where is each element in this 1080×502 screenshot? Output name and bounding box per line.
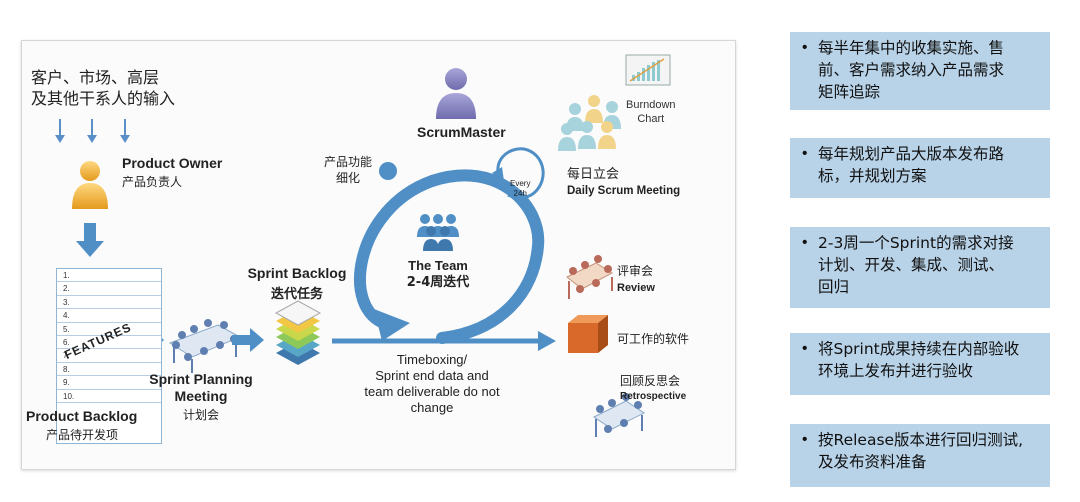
product-owner-icon — [72, 161, 108, 209]
backlog-item: 6. — [57, 336, 161, 350]
sprint-planning-label: Sprint Planning Meeting 计划会 — [149, 371, 253, 422]
sprint-cycle-arrowhead — [374, 309, 410, 341]
product-backlog-label: Product Backlog 产品待开发项 — [26, 408, 138, 442]
backlog-item: 3. — [57, 296, 161, 310]
product-backlog-list: 1.2.3.4.5.6.7.8.9.10. — [56, 268, 162, 444]
backlog-item: 5. — [57, 323, 161, 336]
scrum-process-diagram: 客户、市场、高层 及其他干系人的输入 Product Owner 产品负责人 S… — [21, 40, 736, 470]
delivery-timeline-arrowhead — [538, 331, 556, 351]
note-release-regression: • 按Release版本进行回归测试, 及发布资料准备 — [790, 424, 1050, 487]
burndown-chart-icon — [625, 54, 671, 86]
sprint-backlog-stack-icon — [274, 300, 322, 365]
backlog-item: 7. — [57, 349, 161, 363]
daily-cycle-arrowhead — [492, 167, 504, 181]
backlog-item: 1. — [57, 269, 161, 283]
team-label: The Team 2-4周迭代 — [406, 258, 470, 290]
burndown-chart-label: Burndown Chart — [626, 99, 676, 125]
planning-to-sprint-backlog-arrow — [232, 328, 264, 352]
stakeholder-input-label: 客户、市场、高层 及其他干系人的输入 — [31, 68, 176, 108]
scrum-master-icon — [436, 68, 476, 119]
backlog-item: 10. — [57, 390, 161, 403]
sprint-backlog-label: Sprint Backlog 迭代任务 — [247, 265, 347, 302]
po-to-backlog-arrow — [76, 223, 104, 257]
backlog-item: 2. — [57, 282, 161, 296]
retrospective-label: 回顾反思会 Retrospective — [620, 374, 687, 402]
review-meeting-icon — [566, 255, 613, 299]
note-yearly-roadmap: • 每年规划产品大版本发布路 标，并规划方案 — [790, 138, 1050, 198]
scrum-master-label: ScrumMaster — [417, 124, 506, 140]
working-software-label: 可工作的软件 — [617, 332, 690, 346]
working-software-crate-icon — [568, 315, 608, 353]
backlog-item: 4. — [57, 309, 161, 323]
daily-cycle-loop — [496, 147, 545, 200]
note-requirements-collection: • 每半年集中的收集实施、售 前、客户需求纳入产品需求 矩阵追踪 — [790, 32, 1050, 110]
note-internal-acceptance: • 将Sprint成果持续在内部验收 环境上发布并进行验收 — [790, 333, 1050, 395]
refine-node — [379, 162, 397, 180]
note-sprint-cycle: • 2-3周一个Sprint的需求对接 计划、开发、集成、测试、 回归 — [790, 227, 1050, 308]
sprint-cycle-loop — [354, 169, 545, 344]
review-label: 评审会 Review — [617, 264, 655, 294]
retrospective-meeting-icon — [593, 393, 645, 437]
timeboxing-label: Timeboxing/ Sprint end data and team del… — [364, 352, 500, 415]
refine-label: 产品功能 细化 — [324, 155, 373, 185]
product-owner-label: Product Owner 产品负责人 — [122, 155, 223, 189]
team-icon — [417, 214, 459, 251]
backlog-item: 8. — [57, 363, 161, 377]
every-24h-label: Every 24h — [510, 179, 531, 198]
daily-scrum-group-icon — [558, 95, 621, 151]
backlog-item: 9. — [57, 376, 161, 390]
input-arrows — [55, 119, 130, 143]
daily-scrum-label: 每日立会 Daily Scrum Meeting — [567, 167, 681, 197]
sprint-planning-meeting-icon — [168, 319, 242, 373]
diagram-graphics — [55, 54, 671, 437]
